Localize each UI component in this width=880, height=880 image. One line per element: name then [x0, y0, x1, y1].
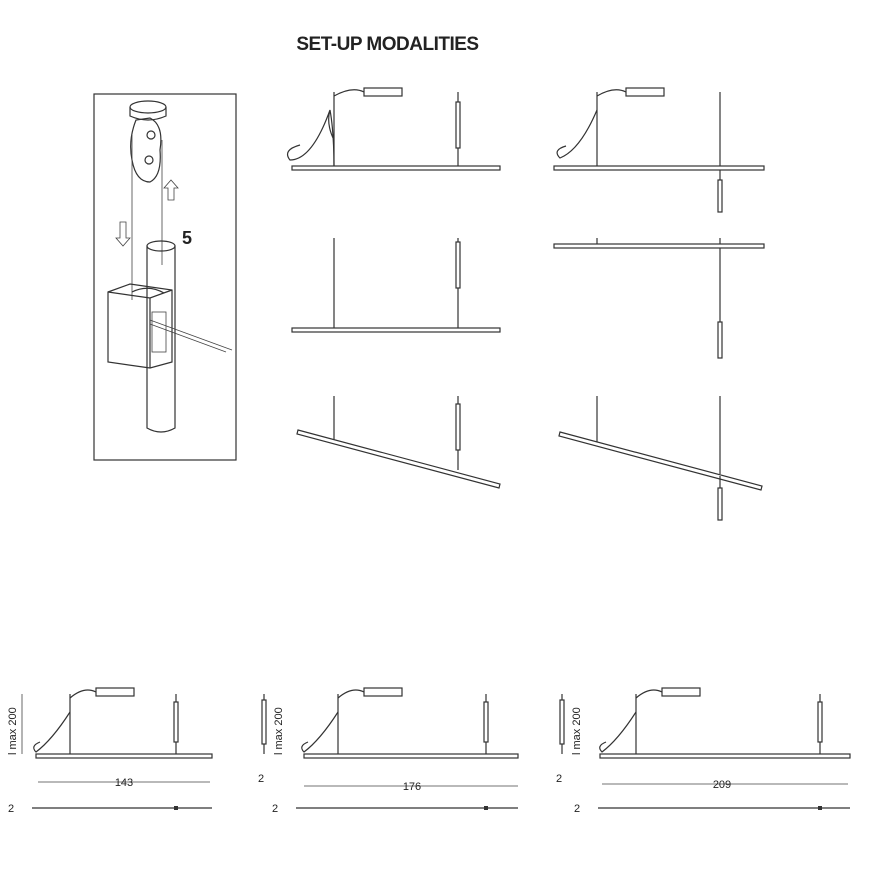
page-title: SET-UP MODALITIES [296, 34, 479, 55]
dimension-drawing-209: l max 200 2 209 2 [556, 687, 851, 815]
counterweight-top [146, 240, 176, 252]
bottom-marker: 2 [574, 803, 580, 815]
height-label: l max 200 [571, 707, 583, 755]
dimension-drawing-176: l max 200 2 176 2 [258, 687, 519, 815]
setup-tilted-counterweight [558, 396, 763, 521]
counterweight-cylinder [146, 246, 176, 433]
pulley-plate [130, 117, 162, 183]
ceiling-canopy [129, 100, 167, 114]
setup-horizontal-counterweight-driver [553, 87, 765, 213]
detail-box: 5 [93, 93, 237, 461]
dimension-drawing-143: l max 200 143 2 [7, 687, 213, 815]
setup-tilted [296, 396, 501, 489]
step-number: 5 [182, 228, 192, 248]
bottom-marker: 2 [8, 803, 14, 815]
width-value: 143 [115, 777, 133, 789]
arrow-up-icon [163, 179, 179, 201]
cable-out [149, 319, 233, 351]
setup-horizontal-plain [291, 238, 501, 333]
side-marker: 2 [556, 773, 562, 785]
clamp-block [107, 283, 173, 369]
side-marker: 2 [258, 773, 264, 785]
arrow-down-icon [115, 221, 131, 247]
width-value: 176 [403, 781, 421, 793]
setup-high-bar-counterweight [553, 238, 765, 359]
width-value: 209 [713, 779, 731, 791]
bottom-marker: 2 [272, 803, 278, 815]
detail-frame [93, 93, 237, 461]
height-label: l max 200 [273, 707, 285, 755]
setup-horizontal-with-driver [287, 87, 501, 171]
height-label: l max 200 [7, 707, 19, 755]
